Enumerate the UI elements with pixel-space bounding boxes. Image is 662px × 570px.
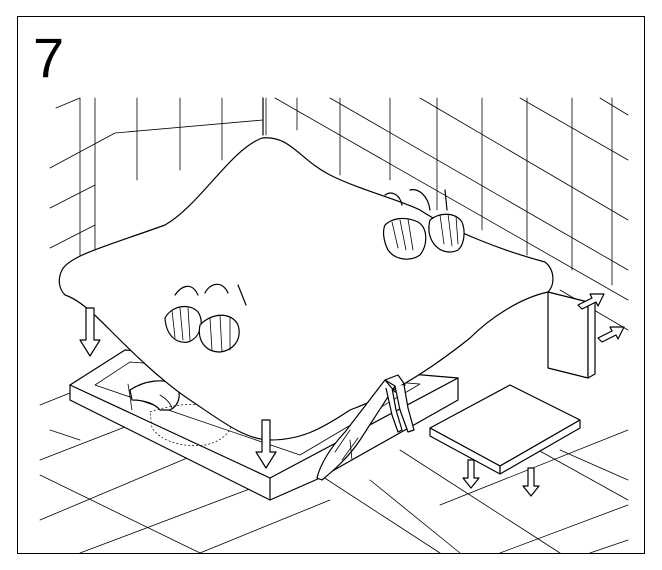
protective-film — [58, 137, 554, 441]
wall-tiles-left — [49, 97, 267, 291]
wiping-hand — [129, 380, 233, 446]
down-arrow-panel-right — [522, 467, 540, 497]
down-arrow-panel-left — [462, 459, 480, 489]
down-arrow-center — [255, 419, 277, 469]
down-arrow-left — [79, 307, 101, 357]
hands-lower — [164, 283, 247, 353]
panel-upright — [547, 291, 596, 379]
out-arrow-upper — [577, 293, 605, 310]
out-arrow-lower — [597, 326, 625, 343]
illustration-frame — [17, 16, 645, 554]
caulking-gun — [316, 374, 415, 481]
hands-upper — [382, 189, 465, 260]
step-number: 7 — [33, 26, 65, 89]
panel-flat — [429, 384, 581, 475]
